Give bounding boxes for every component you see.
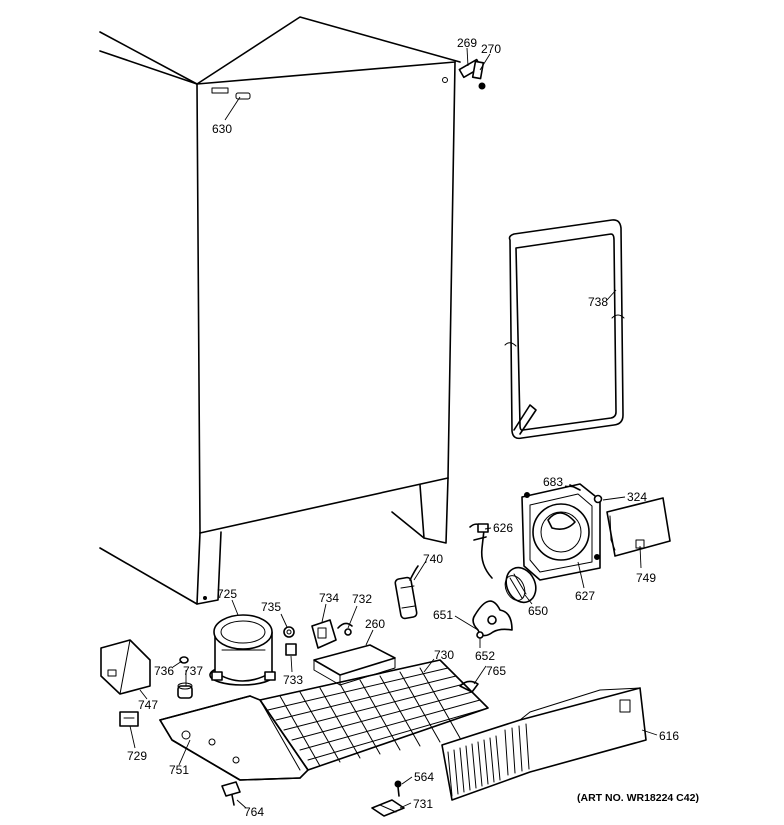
leader-lines bbox=[129, 47, 658, 809]
bracket-731 bbox=[371, 799, 405, 817]
label-749: 749 bbox=[636, 571, 656, 585]
nut-652 bbox=[476, 631, 484, 639]
art-number: (ART NO. WR18224 C42) bbox=[577, 792, 699, 804]
label-564: 564 bbox=[414, 770, 434, 784]
screw-324 bbox=[593, 494, 603, 504]
clip-733 bbox=[285, 643, 297, 656]
label-735: 735 bbox=[261, 600, 281, 614]
part-737 bbox=[177, 682, 193, 699]
label-725: 725 bbox=[217, 587, 237, 601]
door-gasket-738 bbox=[504, 219, 625, 440]
label-765: 765 bbox=[486, 664, 506, 678]
fan-blade-651 bbox=[472, 600, 513, 637]
label-269: 269 bbox=[457, 36, 477, 50]
wire-harness-626 bbox=[469, 523, 493, 579]
label-764: 764 bbox=[244, 805, 264, 819]
label-736: 736 bbox=[154, 664, 174, 678]
cover-plate-749 bbox=[606, 497, 671, 557]
part-736 bbox=[179, 656, 189, 664]
label-729: 729 bbox=[127, 749, 147, 763]
label-626: 626 bbox=[493, 521, 513, 535]
label-740: 740 bbox=[423, 552, 443, 566]
label-751: 751 bbox=[169, 763, 189, 777]
compressor-725 bbox=[209, 614, 276, 686]
part-765 bbox=[459, 680, 479, 693]
label-738: 738 bbox=[588, 295, 608, 309]
label-651: 651 bbox=[433, 608, 453, 622]
base-pan-751 bbox=[159, 695, 309, 781]
grille-616 bbox=[441, 687, 647, 801]
screw-564 bbox=[394, 780, 402, 797]
label-616: 616 bbox=[659, 729, 679, 743]
fan-motor-650 bbox=[504, 566, 537, 604]
callout-labels: 269 270 630 738 683 324 626 740 627 749 … bbox=[127, 36, 699, 819]
fan-bracket-627 bbox=[521, 483, 601, 581]
label-270: 270 bbox=[481, 42, 501, 56]
junction-box-747 bbox=[100, 639, 151, 695]
label-732: 732 bbox=[352, 592, 372, 606]
part-732 bbox=[337, 622, 353, 636]
label-731: 731 bbox=[413, 797, 433, 811]
label-627: 627 bbox=[575, 589, 595, 603]
hinge-assembly bbox=[458, 58, 486, 90]
grommet-735 bbox=[283, 626, 295, 638]
part-729 bbox=[119, 711, 139, 727]
relay-734 bbox=[311, 619, 337, 649]
cabinet bbox=[99, 16, 461, 605]
label-683: 683 bbox=[543, 475, 563, 489]
part-764 bbox=[221, 781, 241, 806]
label-630: 630 bbox=[212, 122, 232, 136]
label-652: 652 bbox=[475, 649, 495, 663]
label-650: 650 bbox=[528, 604, 548, 618]
label-734: 734 bbox=[319, 591, 339, 605]
label-324: 324 bbox=[627, 490, 647, 504]
label-747: 747 bbox=[138, 698, 158, 712]
label-260: 260 bbox=[365, 617, 385, 631]
label-733: 733 bbox=[283, 673, 303, 687]
part-740 bbox=[394, 565, 419, 620]
label-730: 730 bbox=[434, 648, 454, 662]
label-737: 737 bbox=[183, 664, 203, 678]
